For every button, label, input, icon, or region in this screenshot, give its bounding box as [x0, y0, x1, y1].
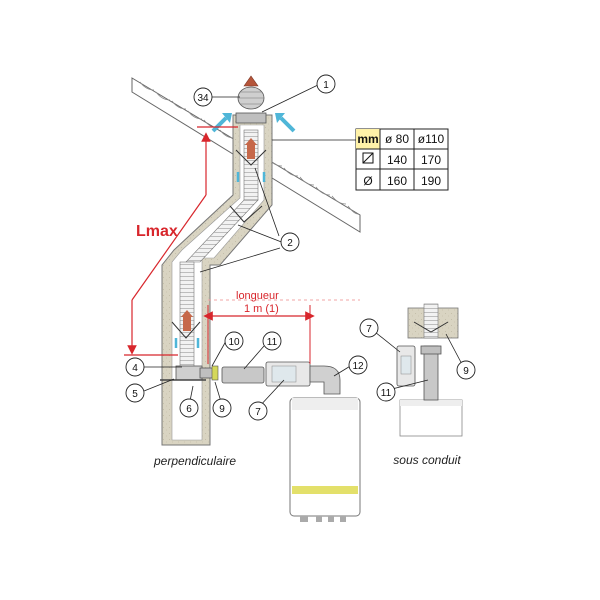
- caption-perpendiculaire: perpendiculaire: [153, 454, 236, 468]
- svg-text:9: 9: [463, 366, 469, 377]
- callout-9-right: 9: [456, 360, 476, 380]
- svg-text:12: 12: [352, 361, 364, 372]
- air-inlet-arrows: [211, 113, 296, 133]
- square-symbol: [362, 152, 374, 164]
- table-header-unit: mm: [357, 132, 378, 146]
- callout-6: 6: [179, 398, 199, 418]
- diameter-symbol: Ø: [363, 174, 372, 188]
- callout-9-left: 9: [212, 398, 232, 418]
- svg-text:7: 7: [255, 407, 261, 418]
- svg-text:34: 34: [197, 93, 209, 104]
- callout-34: 34: [193, 87, 213, 107]
- callout-10: 10: [224, 331, 244, 351]
- callout-11-left: 11: [262, 331, 282, 351]
- svg-text:9: 9: [219, 404, 225, 415]
- callout-1: 1: [316, 74, 336, 94]
- flow-arrows: [174, 138, 266, 348]
- one-meter-label: 1 m (1): [244, 303, 279, 315]
- svg-text:6: 6: [186, 404, 192, 415]
- callout-12: 12: [348, 355, 368, 375]
- callout-2: 2: [280, 232, 300, 252]
- table-row2-d80: 160: [387, 174, 407, 188]
- caption-sous-conduit: sous conduit: [393, 453, 461, 467]
- callouts: 34 1 2 4 5 6 9 10: [125, 74, 476, 421]
- sous-conduit-inset: [396, 303, 463, 437]
- table-header-d110: ø110: [418, 132, 445, 146]
- svg-text:11: 11: [267, 337, 278, 348]
- chimney-base-connection: [160, 365, 219, 381]
- horizontal-connection-pipes: [221, 361, 341, 395]
- callout-11-right: 11: [376, 382, 396, 402]
- lmax-label: Lmax: [136, 223, 178, 240]
- rain-cap-terminal: [235, 75, 267, 124]
- lmax-dimension: Lmax: [124, 126, 238, 356]
- svg-text:11: 11: [381, 388, 392, 399]
- svg-text:10: 10: [228, 337, 240, 348]
- length-dimension: longueur 1 m (1): [203, 290, 360, 364]
- table-header-d80: ø 80: [385, 132, 409, 146]
- svg-text:4: 4: [132, 363, 138, 374]
- callout-7-left: 7: [248, 401, 268, 421]
- table-row1-d80: 140: [387, 153, 407, 167]
- table-row2-d110: 190: [421, 174, 441, 188]
- diameter-table: mm ø 80 ø110 140 170 Ø 160 190: [355, 128, 449, 191]
- svg-text:7: 7: [366, 324, 372, 335]
- centering-spacers: [171, 149, 267, 339]
- svg-text:2: 2: [287, 238, 293, 249]
- callout-5: 5: [125, 383, 145, 403]
- longueur-label: longueur: [236, 290, 279, 302]
- svg-text:1: 1: [323, 80, 329, 91]
- callout-4: 4: [125, 357, 145, 377]
- callout-7-right: 7: [359, 318, 379, 338]
- svg-text:5: 5: [132, 389, 138, 400]
- boiler: [289, 397, 361, 522]
- table-row1-d110: 170: [421, 153, 441, 167]
